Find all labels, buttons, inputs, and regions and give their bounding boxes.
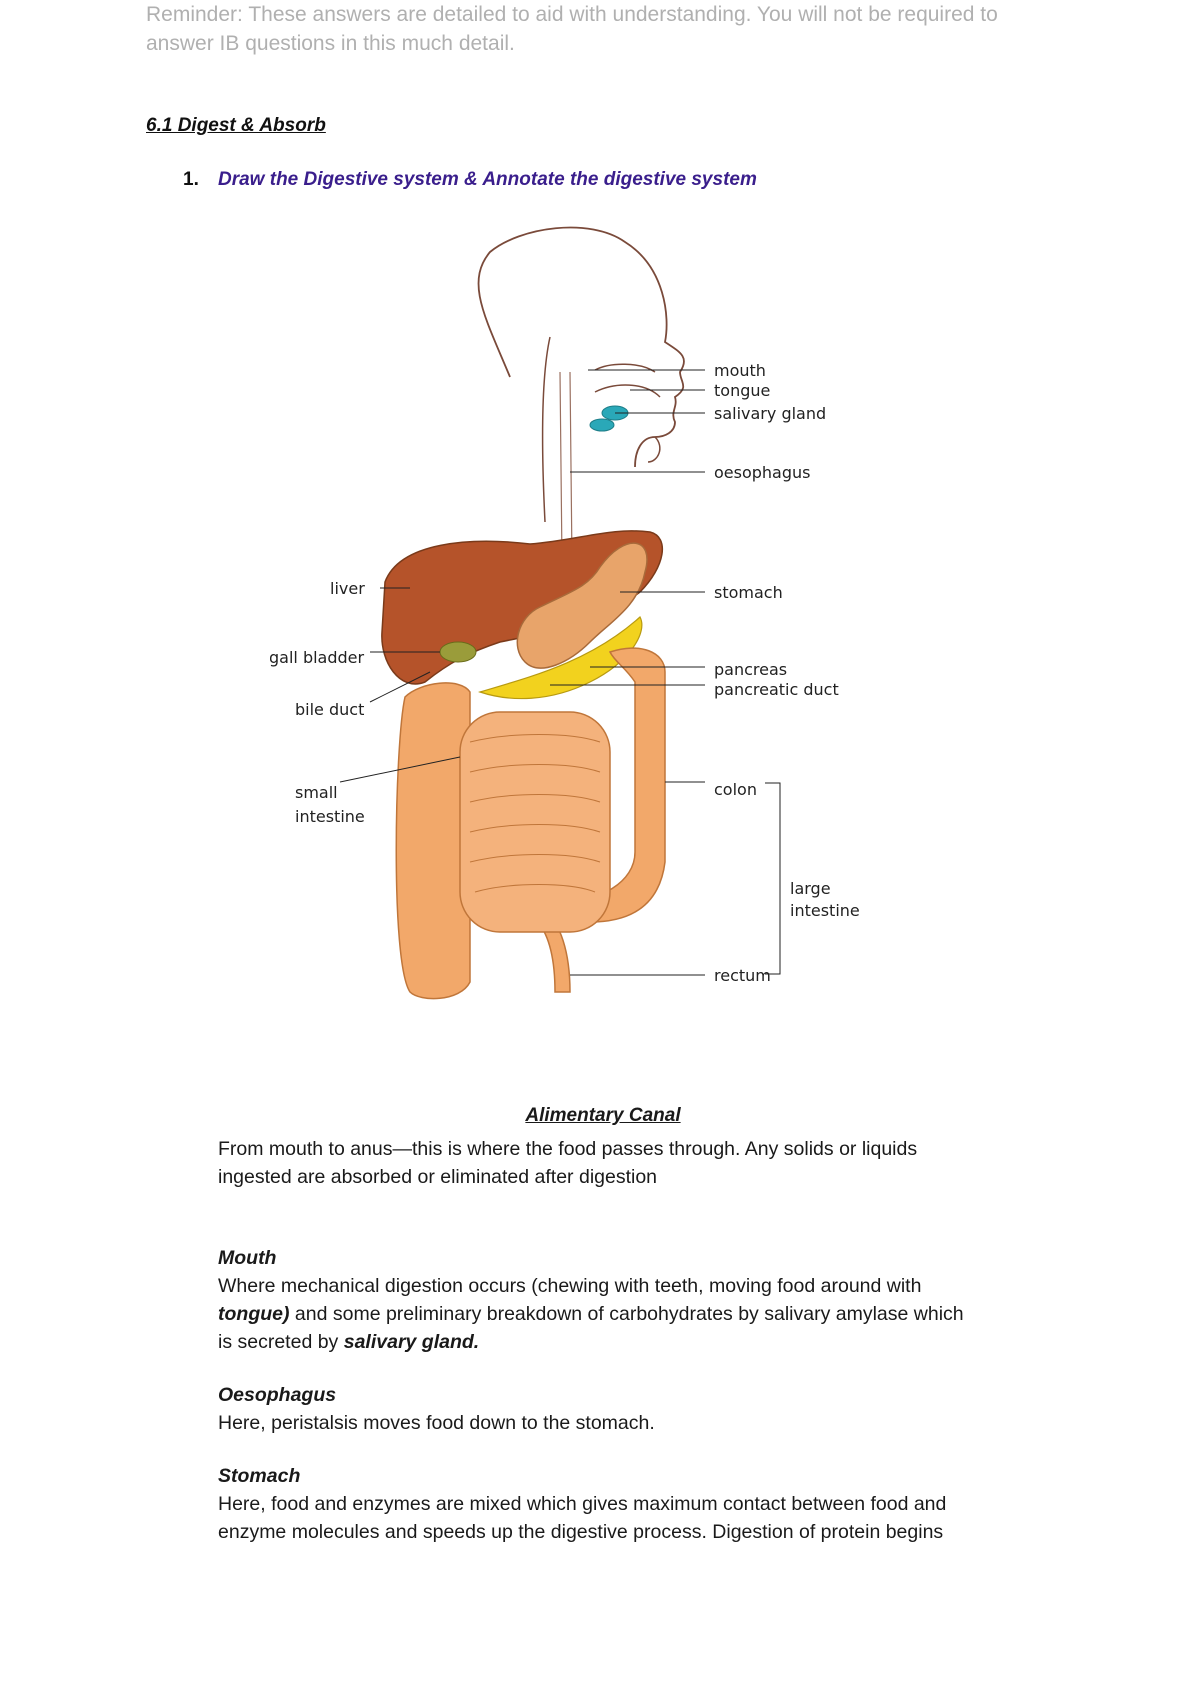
intro-line-2: ingested are absorbed or eliminated afte… (218, 1166, 658, 1188)
pancreas-shape (478, 616, 643, 700)
label-liver: liver (330, 579, 365, 598)
label-large-intestine-2: intestine (790, 901, 860, 920)
mouth-tongue-bold: tongue) (218, 1303, 290, 1325)
stomach-line-2: enzyme molecules and speeds up the diges… (218, 1521, 944, 1543)
palate (594, 363, 656, 373)
question-text: Draw the Digestive system & Annotate the… (218, 169, 757, 190)
heading-stomach: Stomach (218, 1465, 301, 1487)
label-small-intestine-1: small (295, 783, 338, 802)
label-tongue: tongue (714, 381, 770, 400)
diagram-caption: Alimentary Canal (525, 1105, 681, 1126)
heading-mouth: Mouth (218, 1247, 277, 1269)
face-lower (647, 436, 661, 463)
label-colon: colon (714, 780, 757, 799)
question-number: 1. (183, 169, 199, 190)
small-intestine-shape (459, 711, 611, 933)
stomach-shape (516, 542, 648, 669)
mouth-line-3: is secreted by salivary gland. (218, 1329, 1078, 1357)
intro-line-1: From mouth to anus—this is where the foo… (218, 1138, 918, 1160)
salivary-gland-2 (589, 418, 615, 432)
label-large-intestine-1: large (790, 879, 831, 898)
label-bile-duct: bile duct (295, 700, 364, 719)
mouth-line-1: Where mechanical digestion occurs (chewi… (218, 1275, 922, 1297)
mouth-line-2: tongue) and some preliminary breakdown o… (218, 1301, 1078, 1329)
mouth-line-2-rest: and some preliminary breakdown of carboh… (289, 1303, 964, 1325)
oesophagus-line-1: Here, peristalsis moves food down to the… (218, 1412, 655, 1434)
label-rectum: rectum (714, 966, 771, 985)
tongue-shape (594, 384, 661, 398)
label-gall-bladder: gall bladder (270, 648, 365, 667)
label-pancreatic-duct: pancreatic duct (714, 680, 839, 699)
stomach-line-1: Here, food and enzymes are mixed which g… (218, 1493, 947, 1515)
gall-bladder-shape (439, 641, 477, 663)
reminder-note: Reminder: These answers are detailed to … (146, 3, 998, 55)
label-mouth: mouth (714, 361, 766, 380)
mouth-line-3-start: is secreted by (218, 1331, 344, 1353)
neck-back (541, 336, 551, 523)
oesophagus-tube (559, 371, 573, 563)
section-title: 6.1 Digest & Absorb (146, 115, 326, 136)
label-pancreas: pancreas (714, 660, 787, 679)
small-intestine-coils (469, 734, 601, 893)
digestive-system-diagram: mouth tongue salivary gland oesophagus l… (270, 226, 860, 1000)
label-oesophagus: oesophagus (714, 463, 811, 482)
label-salivary-gland: salivary gland (714, 404, 826, 423)
leader-lines (339, 369, 781, 976)
mouth-salivary-bold: salivary gland. (343, 1331, 480, 1353)
head-outline-path (477, 226, 685, 468)
heading-oesophagus: Oesophagus (218, 1384, 337, 1406)
label-small-intestine-2: intestine (295, 807, 365, 826)
label-stomach: stomach (714, 583, 783, 602)
